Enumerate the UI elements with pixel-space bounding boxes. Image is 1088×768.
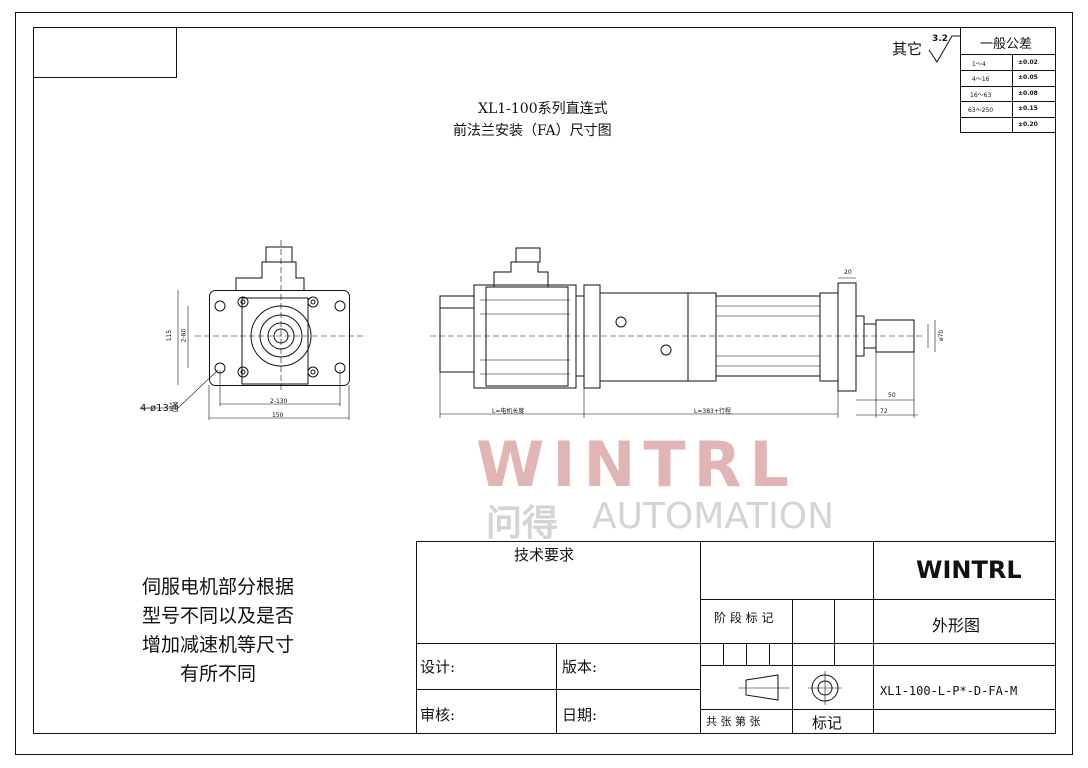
sheet-count-label: 共 张 第 张 <box>706 715 761 728</box>
reviewer-label: 审核: <box>420 706 456 724</box>
roughness-symbol <box>928 35 960 63</box>
watermark-chinese: 问得 <box>486 502 559 544</box>
side-view <box>430 247 936 418</box>
tolerance-table-grid <box>960 27 1056 133</box>
drawing-name: 外形图 <box>932 616 981 635</box>
note-line-4: 有所不同 <box>179 663 256 685</box>
drawing-title-line1: XL1-100系列直连式 <box>478 101 608 117</box>
tolerance-header: 一般公差 <box>980 37 1033 52</box>
stage-mark-label: 阶 段 标 记 <box>714 611 774 625</box>
tol-value-1: ±0.02 <box>1018 59 1038 66</box>
dim-pitch-y: 2-80 <box>180 328 188 343</box>
dim-body-length: L=383+行程 <box>694 408 731 415</box>
watermark-brand: WINTRL <box>476 428 797 501</box>
company-name: WINTRL <box>916 556 1022 584</box>
tol-range-4: 63～250 <box>968 107 994 114</box>
dimension-note: 伺服电机部分根据 型号不同以及是否 增加减速机等尺寸 有所不同 <box>118 573 318 689</box>
dim-motor-length: L=电机长度 <box>492 408 525 415</box>
version-label: 版本: <box>562 658 598 676</box>
dim-rod-total: 72 <box>880 408 888 415</box>
dim-pitch-x: 2-130 <box>270 398 288 405</box>
hole-callout: 4-ø13通 <box>140 403 179 414</box>
outer-border <box>15 12 1073 755</box>
tol-value-2: ±0.05 <box>1018 74 1038 81</box>
designer-label: 设计: <box>420 658 456 676</box>
mark-label: 标记 <box>812 714 843 732</box>
tol-value-5: ±0.20 <box>1018 121 1038 128</box>
tol-range-2: 4～16 <box>972 76 990 83</box>
tol-range-1: 1～4 <box>972 61 986 68</box>
dim-width: 150 <box>272 412 284 419</box>
drawing-title-line2: 前法兰安装（FA）尺寸图 <box>453 123 612 139</box>
watermark-subtitle: AUTOMATION <box>592 496 835 537</box>
surface-finish-prefix: 其它 <box>892 40 923 58</box>
surface-finish-value: 3.2 <box>932 34 948 44</box>
front-view <box>140 240 365 420</box>
dim-rod-diameter: ø70 <box>938 329 946 342</box>
note-line-3: 增加减速机等尺寸 <box>141 634 294 656</box>
dim-height: 115 <box>166 329 174 342</box>
title-block-grid <box>416 541 1056 734</box>
tol-value-4: ±0.15 <box>1018 105 1038 112</box>
tol-value-3: ±0.08 <box>1018 90 1038 97</box>
corner-box <box>33 27 177 78</box>
date-label: 日期: <box>562 706 598 724</box>
note-line-1: 伺服电机部分根据 <box>141 576 294 598</box>
dim-rod-length: 50 <box>888 392 896 399</box>
dim-flange-thickness: 20 <box>844 269 852 276</box>
part-number: XL1-100-L-P*-D-FA-M <box>880 684 1018 698</box>
tech-requirements-label: 技术要求 <box>514 546 575 564</box>
note-line-2: 型号不同以及是否 <box>141 605 294 627</box>
tol-range-3: 16～63 <box>970 92 992 99</box>
